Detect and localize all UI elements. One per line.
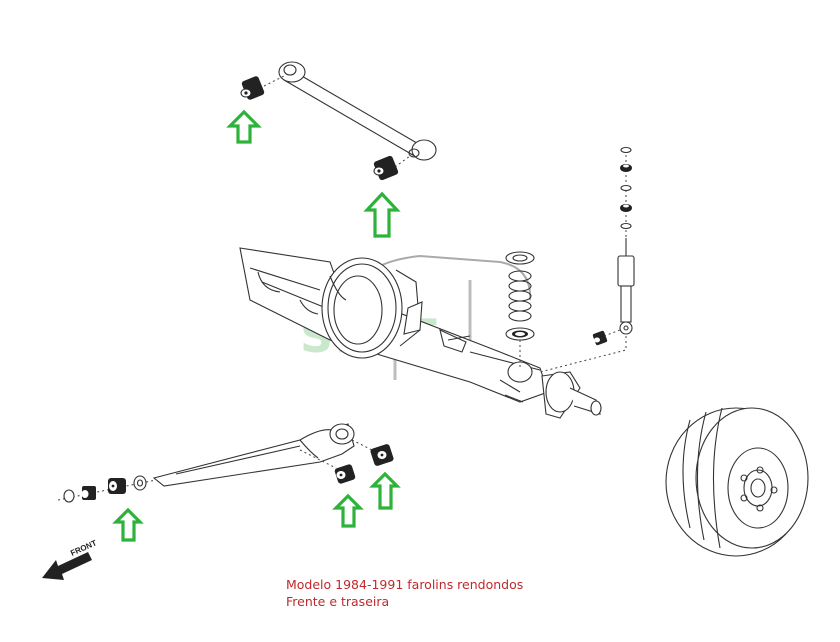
caption-position: Frente e traseira bbox=[286, 594, 390, 609]
highlight-arrow-upper-right bbox=[363, 191, 401, 238]
highlight-arrow-rear-bushing-left bbox=[332, 493, 364, 528]
lower-arm-rear-bushing-right bbox=[370, 444, 394, 466]
highlight-arrow-front-bushing bbox=[112, 507, 144, 542]
highlight-arrow-upper-left bbox=[226, 109, 262, 144]
caption-model: Modelo 1984-1991 farolins rendondos bbox=[286, 577, 524, 592]
highlight-arrow-rear-bushing-right bbox=[369, 471, 401, 510]
lower-arm-front-bushings bbox=[57, 475, 157, 503]
upper-control-arm bbox=[263, 61, 437, 168]
coil-spring bbox=[505, 251, 535, 368]
lower-arm-rear-bushing-left bbox=[334, 464, 356, 484]
lower-trailing-arm bbox=[152, 423, 377, 487]
upper-arm-bushing-right bbox=[373, 155, 399, 181]
upper-arm-bushing-left bbox=[240, 76, 265, 100]
shock-absorber bbox=[539, 146, 635, 373]
shock-lower-bushing bbox=[592, 330, 608, 346]
wheel bbox=[665, 407, 809, 557]
shock-mount-stack bbox=[620, 146, 632, 230]
differential-housing bbox=[321, 257, 423, 359]
front-direction-indicator: FRONT bbox=[42, 538, 98, 580]
hub-assembly bbox=[507, 361, 602, 419]
